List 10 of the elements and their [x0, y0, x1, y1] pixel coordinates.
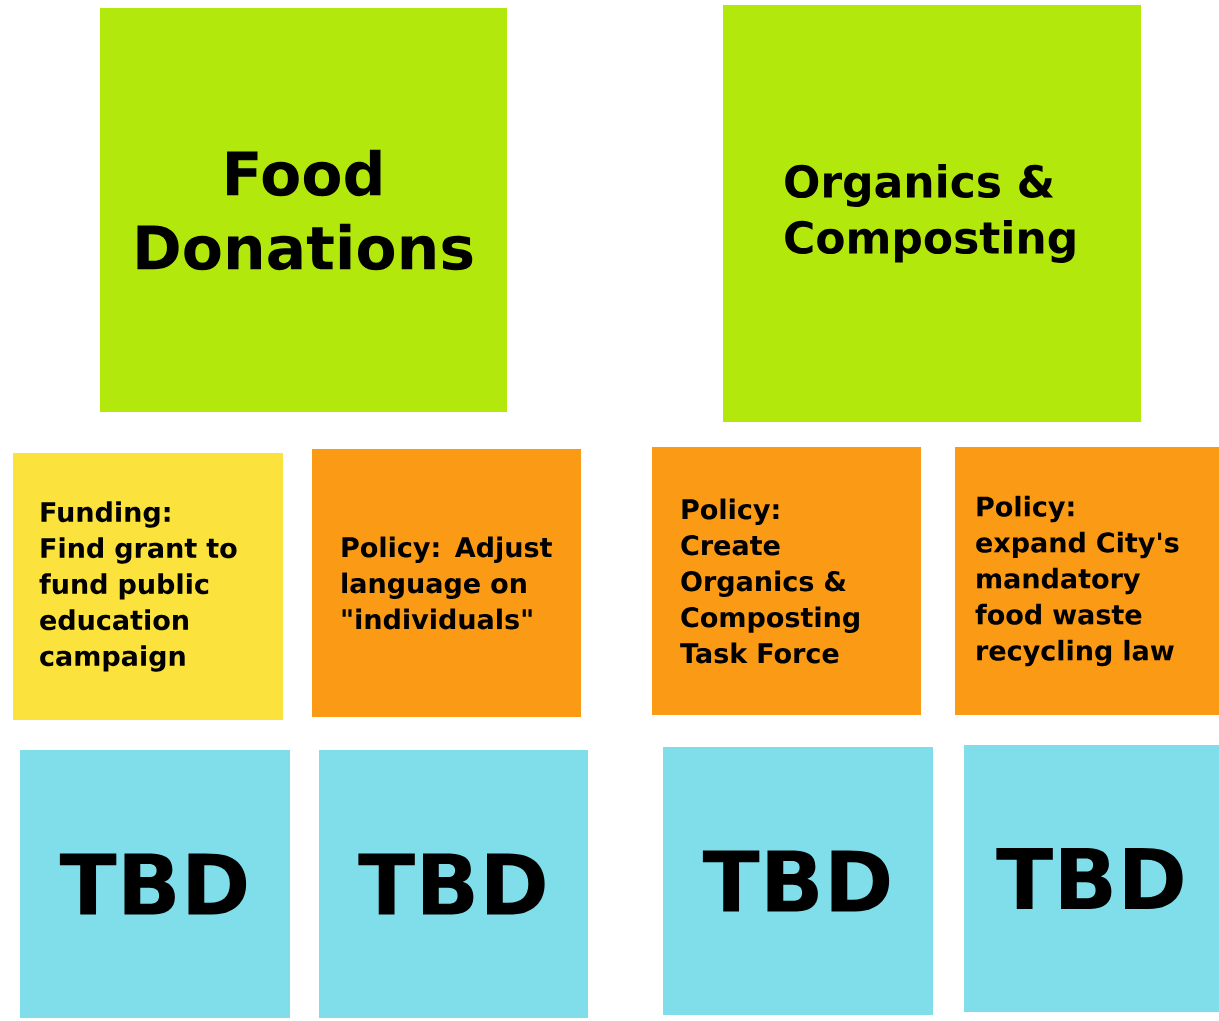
sticky-note: Policy: Adjust language on "individuals": [312, 449, 581, 717]
sticky-note: TBD: [663, 747, 933, 1015]
sticky-note: TBD: [964, 745, 1219, 1012]
sticky-note: TBD: [319, 750, 588, 1018]
sticky-note: Organics & Composting: [723, 5, 1141, 422]
sticky-note: Food Donations: [100, 8, 507, 412]
sticky-note: TBD: [20, 750, 290, 1018]
sticky-note: Policy: Create Organics & Composting Task Force: [652, 447, 921, 715]
sticky-note: Policy: expand City's mandatory food waste recycling law: [955, 447, 1219, 715]
sticky-note: Funding: Find grant to fund public education campaign: [13, 453, 283, 720]
